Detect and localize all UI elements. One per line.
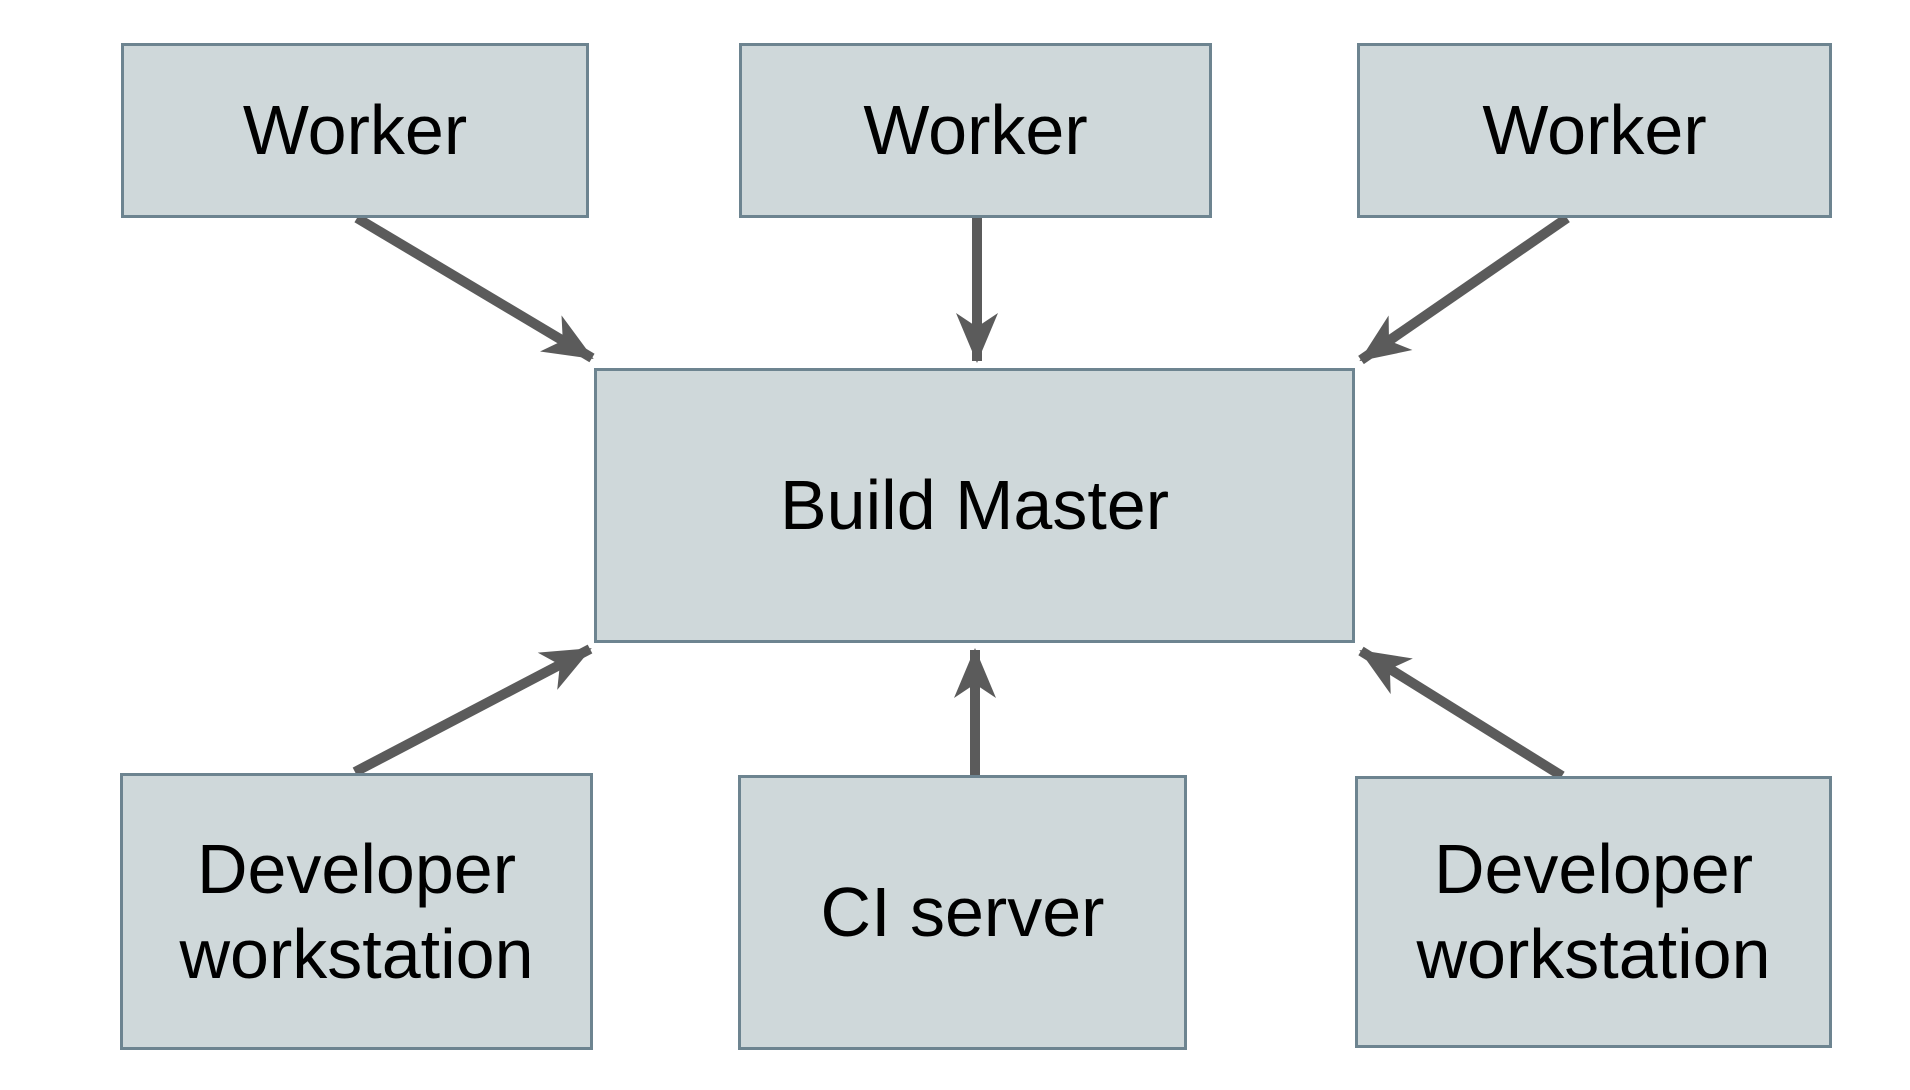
node-worker-2-label: Worker <box>863 91 1088 170</box>
node-ci-server: CI server <box>738 775 1187 1050</box>
node-worker-3-label: Worker <box>1482 91 1707 170</box>
node-build-master-label: Build Master <box>779 466 1170 545</box>
arrow-worker-3-to-build-master <box>1358 213 1570 365</box>
node-worker-2: Worker <box>739 43 1212 218</box>
node-developer-workstation-right-label: Developer workstation <box>1416 830 1771 993</box>
node-developer-workstation-left: Developer workstation <box>120 773 593 1050</box>
node-worker-1: Worker <box>121 43 589 218</box>
node-worker-3: Worker <box>1357 43 1832 218</box>
node-developer-workstation-right: Developer workstation <box>1355 776 1832 1048</box>
arrow-worker-1-to-build-master <box>354 213 595 363</box>
node-developer-workstation-left-label: Developer workstation <box>179 829 534 993</box>
arrow-developer-workstation-left-to-build-master <box>352 644 593 777</box>
arrow-developer-workstation-right-to-build-master <box>1358 646 1565 781</box>
node-worker-1-label: Worker <box>242 91 468 170</box>
node-ci-server-label: CI server <box>820 873 1105 952</box>
node-build-master: Build Master <box>594 368 1355 643</box>
